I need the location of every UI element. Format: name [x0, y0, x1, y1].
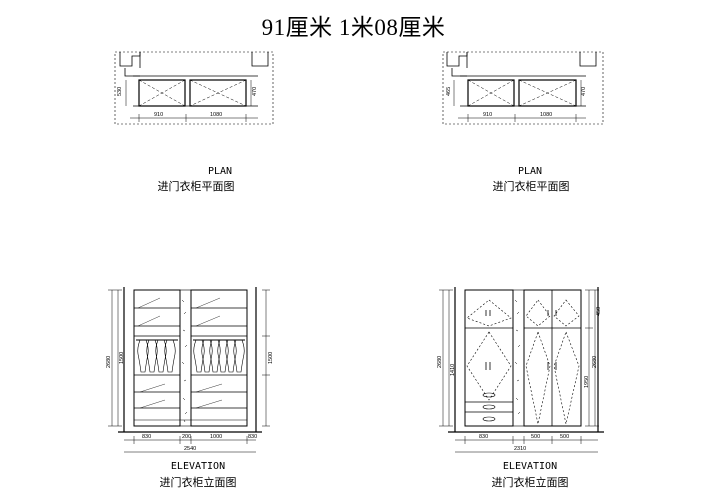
dim-text: 830 — [479, 434, 488, 440]
dim-text: 910 — [483, 112, 492, 118]
dim-text: 1500 — [268, 352, 274, 364]
plan-subcaption-left: 进门衣柜平面图 — [157, 180, 235, 193]
dim-text: 500 — [560, 434, 569, 440]
elevation-subcaption-left: 进门衣柜立面图 — [159, 476, 237, 489]
dim-text: 2680 — [106, 356, 112, 368]
dim-text: 1500 — [119, 352, 125, 364]
plan-caption-left: PLAN — [207, 166, 233, 177]
dim-text: 1410 — [450, 364, 456, 376]
dim-text: 1080 — [210, 112, 222, 118]
elevation-caption-right: ELEVATION — [502, 461, 558, 472]
dim-text: 2540 — [184, 446, 196, 452]
dim-text: 530 — [117, 87, 123, 96]
elevation-caption-left: ELEVATION — [170, 461, 226, 472]
plan-caption-right: PLAN — [517, 166, 543, 177]
elevation-subcaption-right: 进门衣柜立面图 — [491, 476, 569, 489]
dim-text: 830 — [142, 434, 151, 440]
dim-text: 470 — [252, 87, 258, 96]
elevation-left — [108, 287, 270, 453]
dim-text: 450 — [596, 307, 602, 316]
sheet-title: 91厘米 1米08厘米 — [261, 15, 446, 40]
dim-text: 1080 — [540, 112, 552, 118]
dim-text: 2680 — [437, 356, 443, 368]
dim-text: 500 — [531, 434, 540, 440]
dim-text: 470 — [581, 87, 587, 96]
plan-left — [114, 51, 274, 125]
dim-text: 1950 — [584, 376, 590, 388]
plan-subcaption-right: 进门衣柜平面图 — [492, 180, 570, 193]
dim-text: 910 — [154, 112, 163, 118]
plan-right — [442, 51, 604, 125]
dim-text: 1000 — [210, 434, 222, 440]
dim-text: 830 — [248, 434, 257, 440]
dim-text: 200 — [182, 434, 191, 440]
elevation-right — [439, 287, 604, 453]
dim-text: 2680 — [592, 356, 598, 368]
dim-text: 465 — [446, 87, 452, 96]
dim-text: 2310 — [514, 446, 526, 452]
